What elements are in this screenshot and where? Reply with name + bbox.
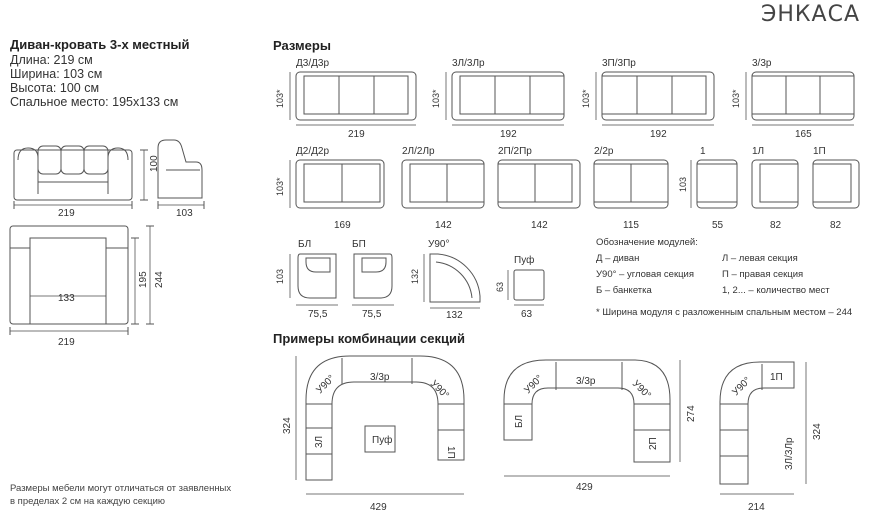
module-width: 192 [650, 129, 667, 140]
module-width: 115 [623, 220, 639, 231]
module-name: 1Л [752, 146, 764, 157]
module-width: 75,5 [308, 309, 328, 320]
module-width: 192 [500, 129, 517, 140]
module-name: У90° [428, 239, 449, 250]
module-width: 142 [435, 220, 452, 231]
combo-module-label: У90° [522, 373, 545, 396]
module-name: Пуф [514, 254, 534, 266]
module-depth: 103* [581, 89, 591, 108]
module-name: 3П/3Пр [602, 58, 636, 69]
combo-3 [719, 361, 807, 495]
legend-item: Б – банкетка [596, 285, 652, 296]
module-width: 63 [521, 309, 533, 320]
combo-module-label: Пуф [372, 434, 392, 446]
module-width: 55 [712, 220, 724, 231]
legend-title: Обозначение модулей: [596, 237, 698, 248]
module-row-2 [289, 159, 860, 209]
sofa-side-view [157, 139, 205, 209]
sofa-unfolded-view [9, 225, 154, 335]
module-name: 2/2р [594, 146, 614, 157]
module-depth: 63 [495, 282, 505, 292]
combos-title: Примеры комбинации секций [273, 331, 465, 346]
combo-width: 429 [370, 502, 387, 513]
legend-item: Л – левая секция [722, 253, 798, 264]
module-depth: 103* [431, 89, 441, 108]
module-name: 1П [813, 146, 826, 157]
legend-item: У90° – угловая секция [596, 269, 694, 280]
module-width: 169 [334, 220, 351, 231]
module-name: Д3/Д3р [296, 58, 329, 69]
combo-width: 429 [576, 482, 593, 493]
combo-module-label: 2П [648, 437, 659, 450]
note-line: Размеры мебели могут отличаться от заявл… [10, 483, 232, 494]
spec-width: Ширина: 103 см [10, 67, 103, 81]
combo-module-label: 3/3р [576, 376, 596, 387]
legend-item: Д – диван [596, 253, 640, 264]
unfold-total-length: 244 [154, 271, 165, 288]
module-row-3 [289, 253, 545, 309]
module-name: 2Л/2Лр [402, 146, 435, 157]
spec-height: Высота: 100 см [10, 81, 100, 95]
spec-length: Длина: 219 см [10, 53, 93, 67]
unfold-sleep-length: 195 [138, 271, 149, 288]
module-depth: 132 [410, 269, 420, 284]
combo-module-label: БЛ [514, 415, 525, 428]
combo-module-label: У90° [428, 378, 451, 401]
module-width: 75,5 [362, 309, 382, 320]
combo-height: 324 [282, 417, 293, 434]
module-name: 1 [700, 146, 706, 157]
module-depth: 103 [275, 269, 285, 284]
module-name: БЛ [298, 239, 311, 250]
module-width: 219 [348, 129, 365, 140]
legend-item: П – правая секция [722, 269, 804, 280]
note-line: в пределах 2 см на каждую секцию [10, 496, 166, 507]
combo-module-label: 3Л [314, 436, 325, 448]
module-depth: 103* [731, 89, 741, 108]
module-name: 3/3р [752, 58, 772, 69]
unfold-width: 219 [58, 337, 75, 348]
front-height-label: 100 [149, 155, 160, 172]
combo-module-label: 3Л/3Лр [784, 437, 795, 470]
module-depth: 103* [275, 89, 285, 108]
combo-height: 274 [686, 405, 697, 422]
combo-module-label: 1П [445, 446, 456, 459]
legend-item: 1, 2... – количество мест [722, 285, 830, 296]
module-depth: 103* [275, 177, 285, 196]
disclaimer-note: Размеры мебели могут отличаться от заявл… [10, 482, 231, 508]
module-row-1 [289, 71, 855, 126]
sofa-front-view [13, 145, 148, 209]
module-width: 142 [531, 220, 548, 231]
module-name: 2П/2Пр [498, 146, 532, 157]
module-name: БП [352, 239, 366, 250]
module-name: 3Л/3Лр [452, 58, 485, 69]
side-depth-label: 103 [176, 208, 193, 219]
legend-footnote: * Ширина модуля с разложенным спальным м… [596, 307, 853, 318]
brand-title: ЭНКАСА [761, 2, 860, 27]
front-width-label: 219 [58, 208, 75, 219]
combo-module-label: 1П [770, 372, 783, 383]
spec-sleeping-area: Спальное место: 195х133 см [10, 95, 179, 109]
module-width: 165 [795, 129, 812, 140]
module-name: Д2/Д2р [296, 146, 329, 157]
spec-title: Диван-кровать 3-х местный [10, 37, 190, 52]
unfold-inner-width: 133 [58, 293, 75, 304]
combo-2 [503, 359, 681, 477]
module-width: 132 [446, 310, 463, 321]
module-width: 82 [770, 220, 782, 231]
module-depth: 103 [678, 177, 688, 192]
combo-width: 214 [748, 502, 765, 513]
combo-height: 324 [812, 423, 823, 440]
combo-module-label: 3/3р [370, 372, 390, 383]
combo-1 [295, 355, 465, 495]
module-width: 82 [830, 220, 842, 231]
sizes-title: Размеры [273, 38, 331, 53]
